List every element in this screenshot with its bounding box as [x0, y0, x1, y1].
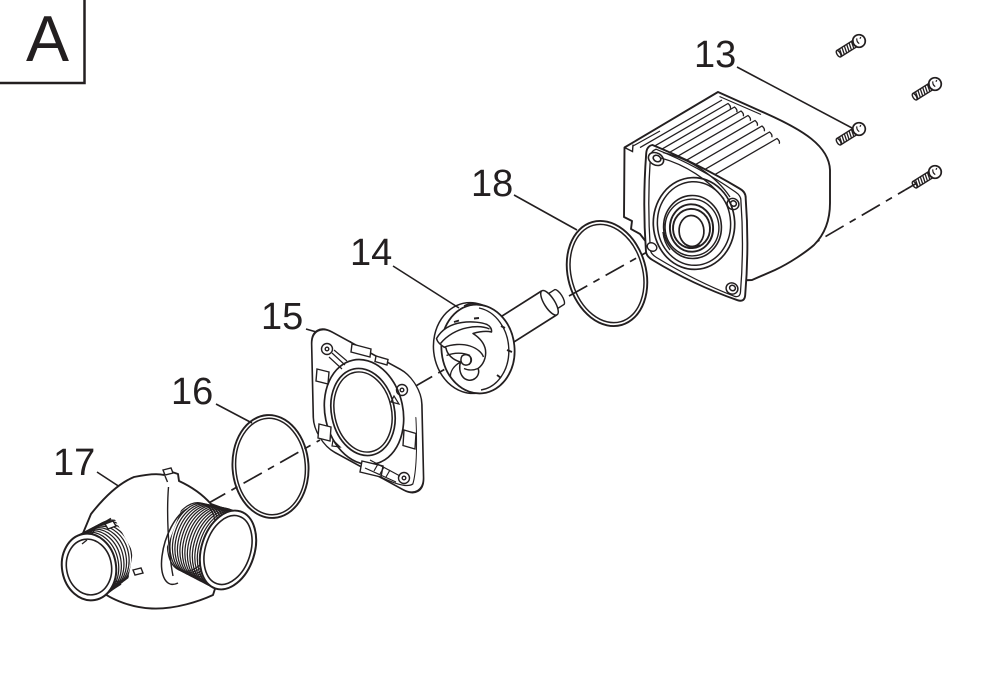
svg-text:15: 15 [261, 296, 303, 338]
svg-text:13: 13 [694, 34, 736, 76]
svg-text:18: 18 [471, 163, 513, 205]
svg-text:A: A [26, 3, 69, 75]
svg-text:16: 16 [171, 371, 213, 413]
svg-text:17: 17 [53, 442, 95, 484]
svg-text:14: 14 [350, 232, 392, 274]
